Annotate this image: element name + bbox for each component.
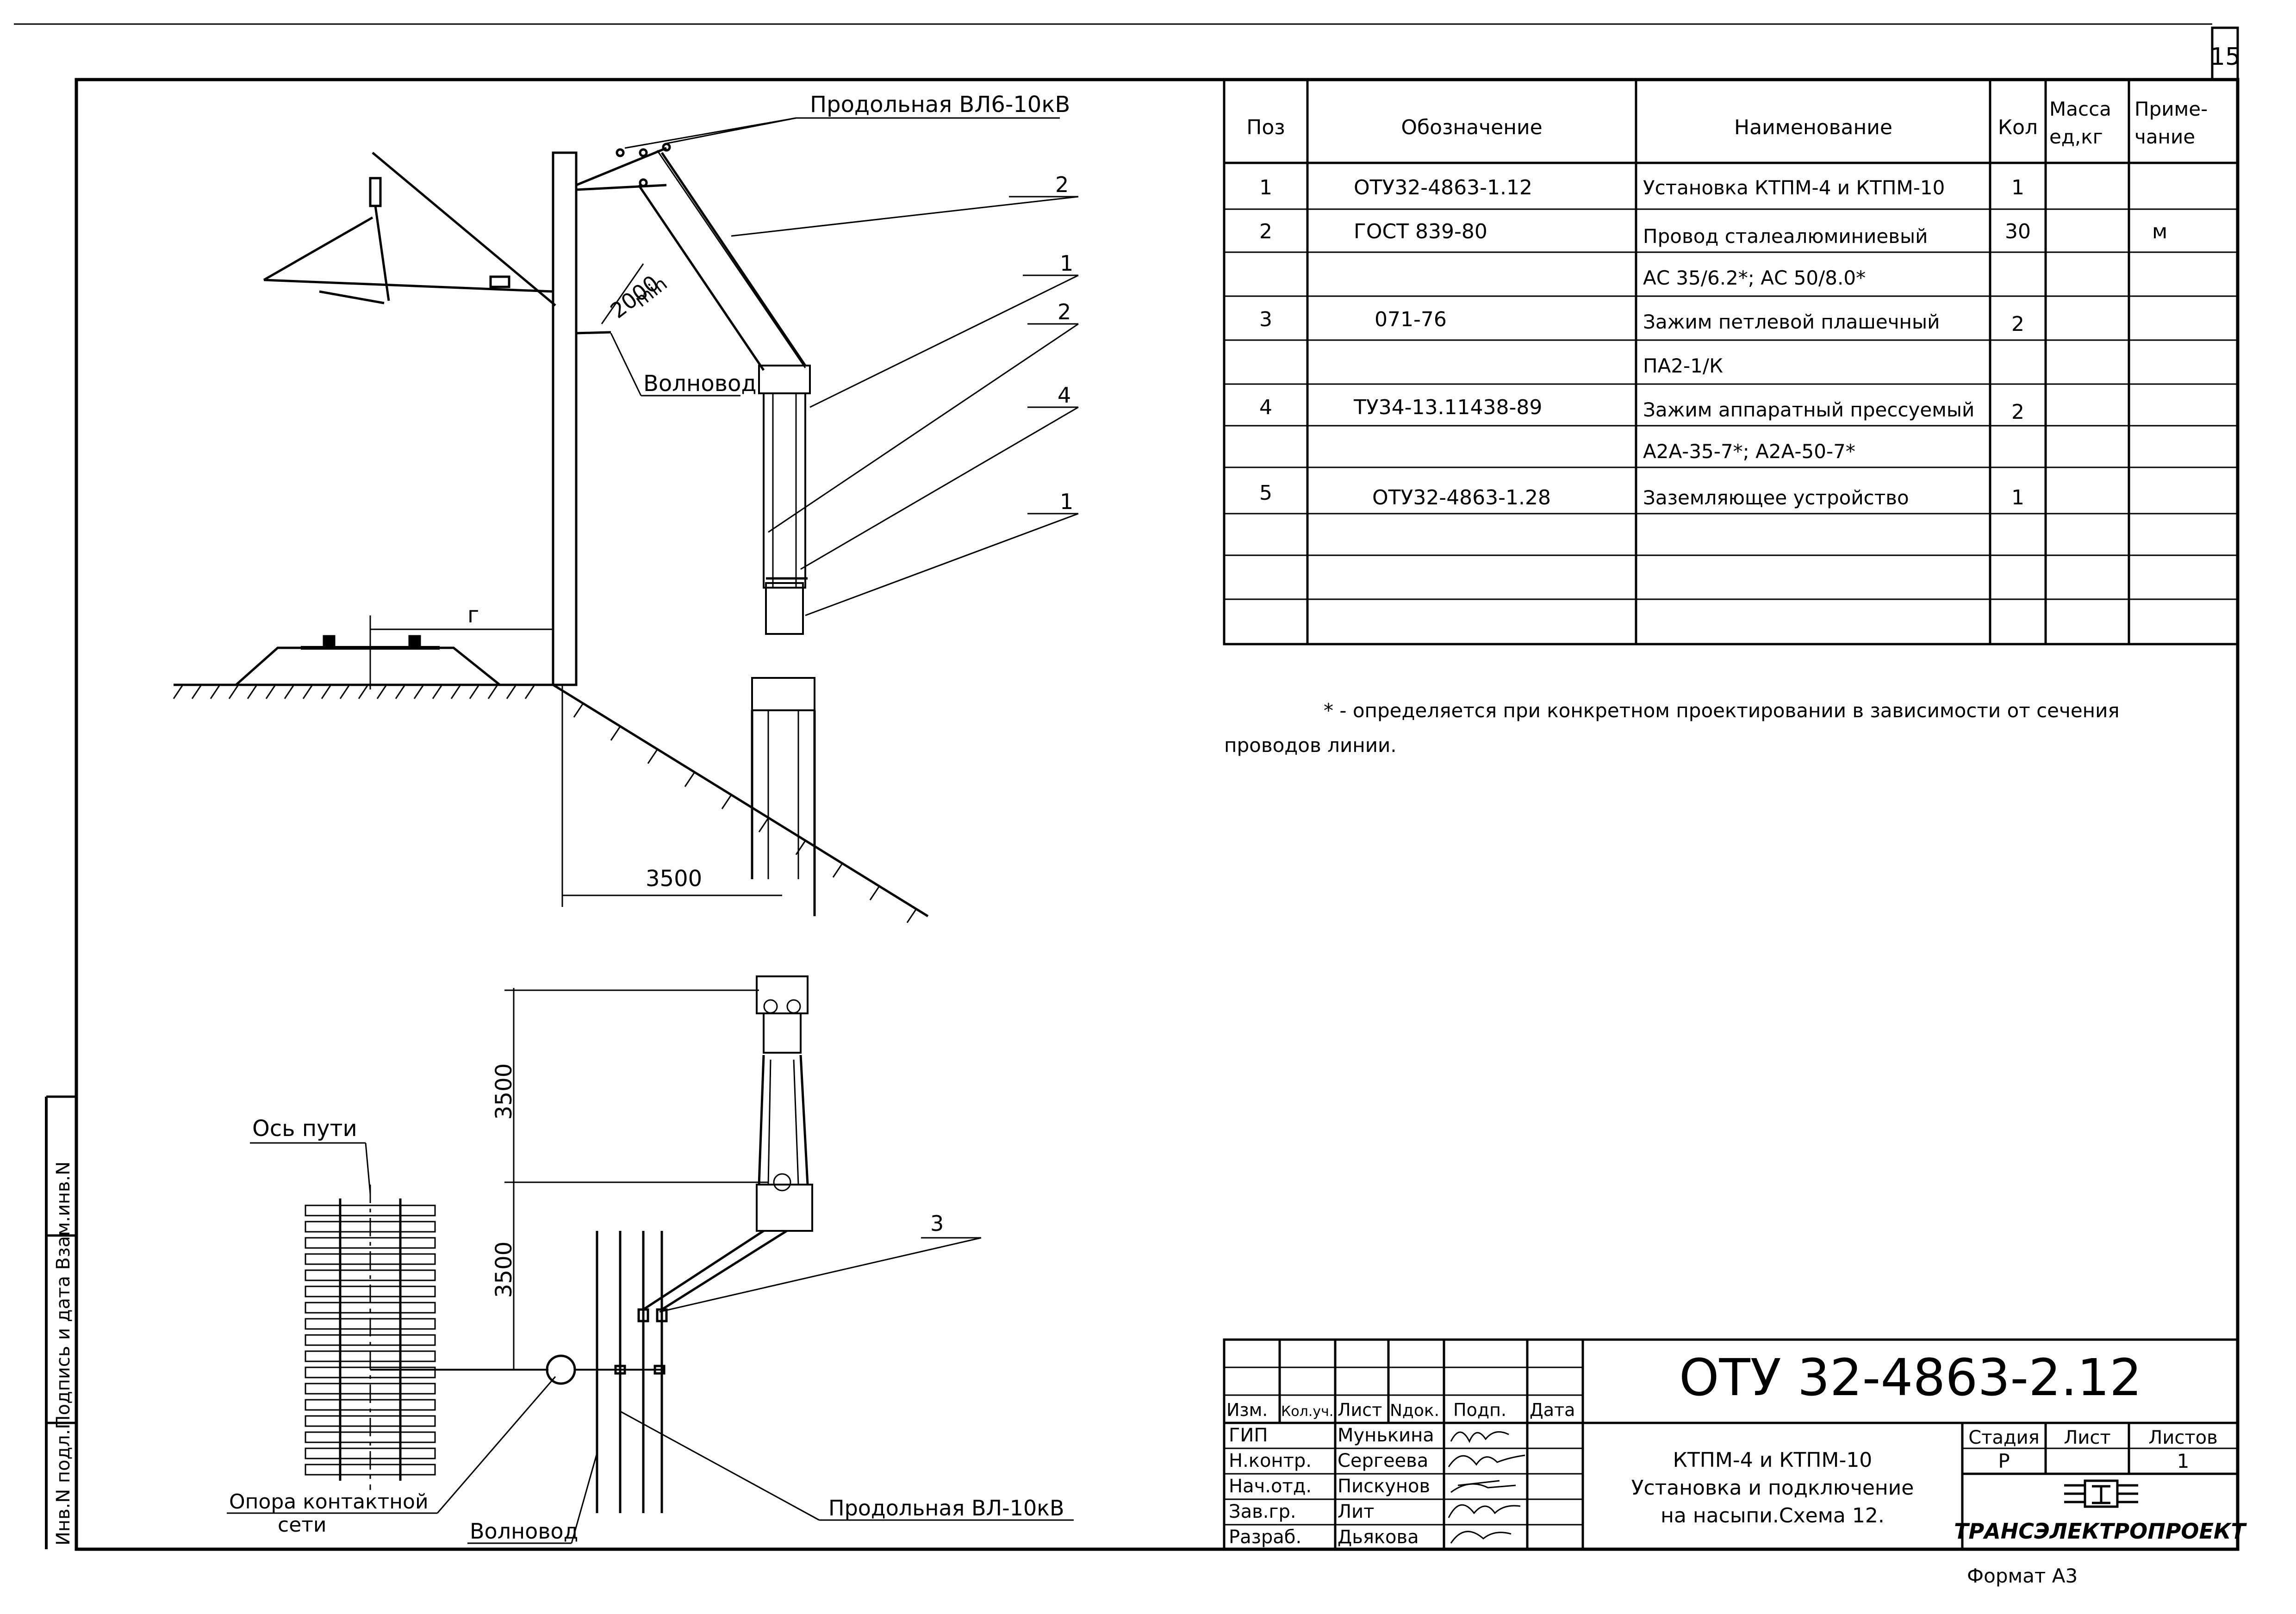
signer-4-role: Зав.гр. bbox=[1229, 1501, 1296, 1522]
dim-3500-h-label: 3500 bbox=[646, 866, 702, 892]
signer-2-role: Н.контр. bbox=[1229, 1450, 1312, 1471]
spec-table: Поз Обозначение Наименование Кол Масса е… bbox=[1223, 78, 2239, 646]
vl-bottom-label: Продольная ВЛ-10кВ bbox=[828, 1496, 1064, 1521]
tb-col-ndok: Nдок. bbox=[1390, 1401, 1439, 1420]
hdr-qty: Кол bbox=[1998, 116, 2038, 139]
sheet-number: 15 bbox=[2210, 43, 2240, 71]
callout-4: 4 bbox=[1058, 383, 1071, 408]
row-3b-name: ПА2-1/К bbox=[1643, 354, 1723, 377]
dim-3500-v1-label: 3500 bbox=[491, 1063, 517, 1120]
side-stamp-text: Инв.N подл.Подпись и дата Взам.инв.N bbox=[53, 1161, 74, 1546]
catenary-pole bbox=[552, 151, 578, 686]
tb-col-list: Лист bbox=[1338, 1400, 1382, 1420]
company-logo-icon bbox=[2064, 1479, 2138, 1508]
footnote-line-1: * - определяется при конкретном проектир… bbox=[1324, 699, 2120, 722]
row-2b-name: АС 35/6.2*; АС 50/8.0* bbox=[1643, 267, 1866, 289]
hdr-note-1: Приме- bbox=[2134, 98, 2208, 120]
row-5-pos: 5 bbox=[1259, 481, 1272, 505]
format-label: Формат А3 bbox=[1967, 1564, 2078, 1587]
signer-5-name: Дьякова bbox=[1338, 1527, 1419, 1548]
ktp-plan-bottom bbox=[756, 1184, 813, 1232]
waveguide-plan-label: Волновод bbox=[470, 1519, 578, 1544]
waveguide-label: Волновод bbox=[643, 371, 757, 397]
dim-3500-v2-label: 3500 bbox=[491, 1242, 517, 1298]
title-line-2: Установка и подключение bbox=[1631, 1476, 1914, 1500]
row-2-designation: ГОСТ 839-80 bbox=[1354, 220, 1487, 243]
row-3-name: Зажим петлевой плашечный bbox=[1643, 310, 1940, 333]
tb-col-kolich: Кол.уч. bbox=[1281, 1403, 1333, 1420]
sheet-label: Лист bbox=[2064, 1427, 2110, 1448]
support-pole-plan bbox=[546, 1354, 576, 1385]
ktp-upper bbox=[758, 365, 811, 394]
row-2-pos: 2 bbox=[1259, 220, 1272, 243]
tb-col-podp: Подп. bbox=[1453, 1400, 1506, 1420]
signer-2-name: Сергеева bbox=[1338, 1450, 1428, 1471]
title-line-1: КТПМ-4 и КТПМ-10 bbox=[1673, 1448, 1873, 1472]
signatures bbox=[1448, 1431, 1525, 1544]
row-1-pos: 1 bbox=[1259, 176, 1272, 199]
row-5-designation: ОТУ32-4863-1.28 bbox=[1372, 486, 1551, 509]
dim-r-label: г bbox=[467, 602, 479, 628]
elevation-view: г 2000 min bbox=[173, 92, 1079, 923]
row-2-qty: 30 bbox=[2005, 220, 2031, 243]
ground-hatch-left bbox=[173, 684, 535, 699]
row-1-qty: 1 bbox=[2011, 176, 2024, 199]
row-5-name: Заземляющее устройство bbox=[1643, 486, 1909, 509]
hdr-mass-2: ед,кг bbox=[2049, 125, 2103, 148]
vl-top-label: Продольная ВЛ6-10кВ bbox=[810, 92, 1070, 118]
row-4-pos: 4 bbox=[1259, 396, 1272, 419]
row-5-qty: 1 bbox=[2011, 486, 2024, 509]
signer-5-role: Разраб. bbox=[1229, 1527, 1301, 1548]
signer-3-name: Пискунов bbox=[1338, 1476, 1430, 1497]
row-4-name: Зажим аппаратный прессуемый bbox=[1643, 398, 1974, 421]
hdr-name: Наименование bbox=[1734, 116, 1892, 139]
row-4-designation: ТУ34-13.11438-89 bbox=[1353, 396, 1542, 419]
document-code: ОТУ 32-4863-2.12 bbox=[1679, 1348, 2142, 1407]
callout-1b: 1 bbox=[1060, 489, 1073, 514]
row-2-note: м bbox=[2152, 220, 2167, 243]
foundation bbox=[751, 677, 815, 711]
slope-hatch bbox=[573, 703, 917, 923]
callouts-elevation bbox=[731, 196, 1079, 616]
row-3-qty: 2 bbox=[2011, 312, 2024, 336]
hdr-mass-1: Масса bbox=[2049, 98, 2111, 120]
hdr-note-2: чание bbox=[2134, 125, 2195, 148]
side-stamp: Инв.N подл.Подпись и дата Взам.инв.N bbox=[45, 1095, 76, 1549]
signer-1-name: Мунькина bbox=[1338, 1425, 1434, 1446]
row-1-designation: ОТУ32-4863-1.12 bbox=[1354, 176, 1532, 199]
support-label-2: сети bbox=[278, 1513, 327, 1537]
row-1-name: Установка КТПМ-4 и КТПМ-10 bbox=[1643, 176, 1945, 199]
support-label: Опора контактной bbox=[229, 1490, 429, 1514]
row-4b-name: А2А-35-7*; А2А-50-7* bbox=[1643, 440, 1855, 463]
row-3-pos: 3 bbox=[1259, 308, 1272, 331]
callout-2a: 2 bbox=[1055, 172, 1069, 197]
track-axis-label: Ось пути bbox=[252, 1116, 357, 1142]
tb-col-izm: Изм. bbox=[1226, 1400, 1268, 1420]
callout-3: 3 bbox=[930, 1211, 944, 1236]
title-line-3: на насыпи.Схема 12. bbox=[1661, 1504, 1885, 1527]
sheets-label: Листов bbox=[2148, 1427, 2217, 1448]
footnote-line-2: проводов линии. bbox=[1224, 734, 1397, 757]
title-block: Изм. Кол.уч. Лист Nдок. Подп. Дата ГИП М… bbox=[1223, 1338, 2247, 1551]
stage-label: Стадия bbox=[1968, 1427, 2039, 1448]
signer-1-role: ГИП bbox=[1229, 1425, 1268, 1446]
hdr-designation: Обозначение bbox=[1401, 116, 1542, 139]
tb-col-data: Дата bbox=[1530, 1400, 1575, 1420]
callout-1a: 1 bbox=[1060, 251, 1073, 276]
row-4-qty: 2 bbox=[2011, 400, 2024, 424]
callout-2b: 2 bbox=[1058, 299, 1071, 324]
stage-value: Р bbox=[1998, 1450, 2010, 1472]
row-2-name: Провод сталеалюминиевый bbox=[1643, 225, 1928, 248]
signer-3-role: Нач.отд. bbox=[1229, 1476, 1312, 1497]
plan-view: Ось пути 3500 3500 3 bbox=[227, 975, 1074, 1544]
ballast-prism bbox=[235, 646, 501, 686]
company-name: ТРАНСЭЛЕКТРОПРОЕКТ bbox=[1954, 1519, 2247, 1544]
row-3-designation: 071-76 bbox=[1375, 308, 1447, 331]
signer-4-name: Лит bbox=[1338, 1501, 1374, 1522]
sheets-value: 1 bbox=[2177, 1450, 2190, 1472]
hdr-pos: Поз bbox=[1246, 116, 1285, 139]
sheet-frame bbox=[75, 78, 2240, 1551]
